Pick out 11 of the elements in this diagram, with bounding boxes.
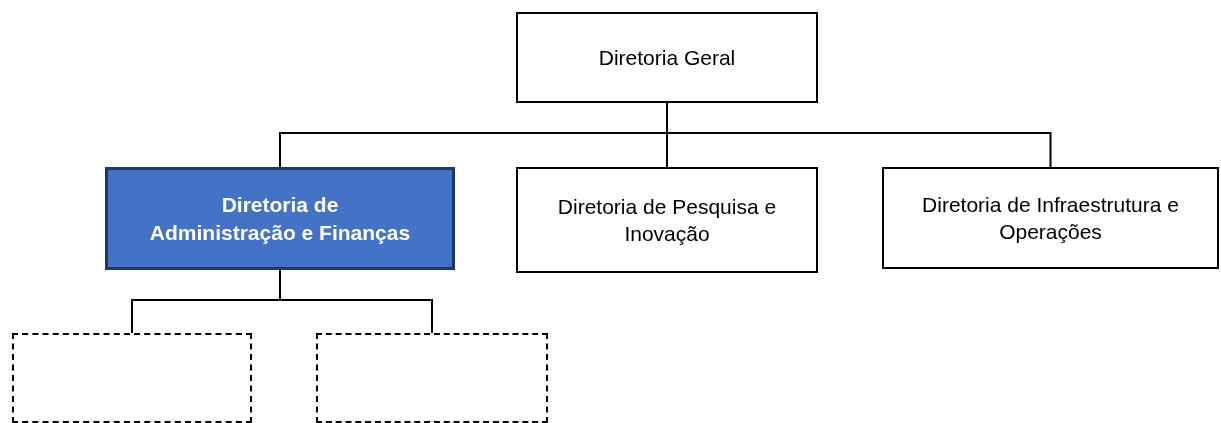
box-title: Diretoria de Infraestrutura e Operações [921, 191, 1180, 245]
empty-box [316, 333, 548, 423]
box-title: Diretoria de Pesquisa e Inovação [556, 193, 778, 247]
org-box [516, 167, 818, 273]
empty-box [12, 333, 252, 423]
org-box [882, 167, 1219, 269]
connector-line [279, 269, 433, 334]
org-box [105, 167, 455, 270]
org-box [516, 12, 818, 103]
box-title: Diretoria Geral [598, 44, 736, 71]
box-title: Diretoria de Administração e Finanças [148, 192, 412, 246]
